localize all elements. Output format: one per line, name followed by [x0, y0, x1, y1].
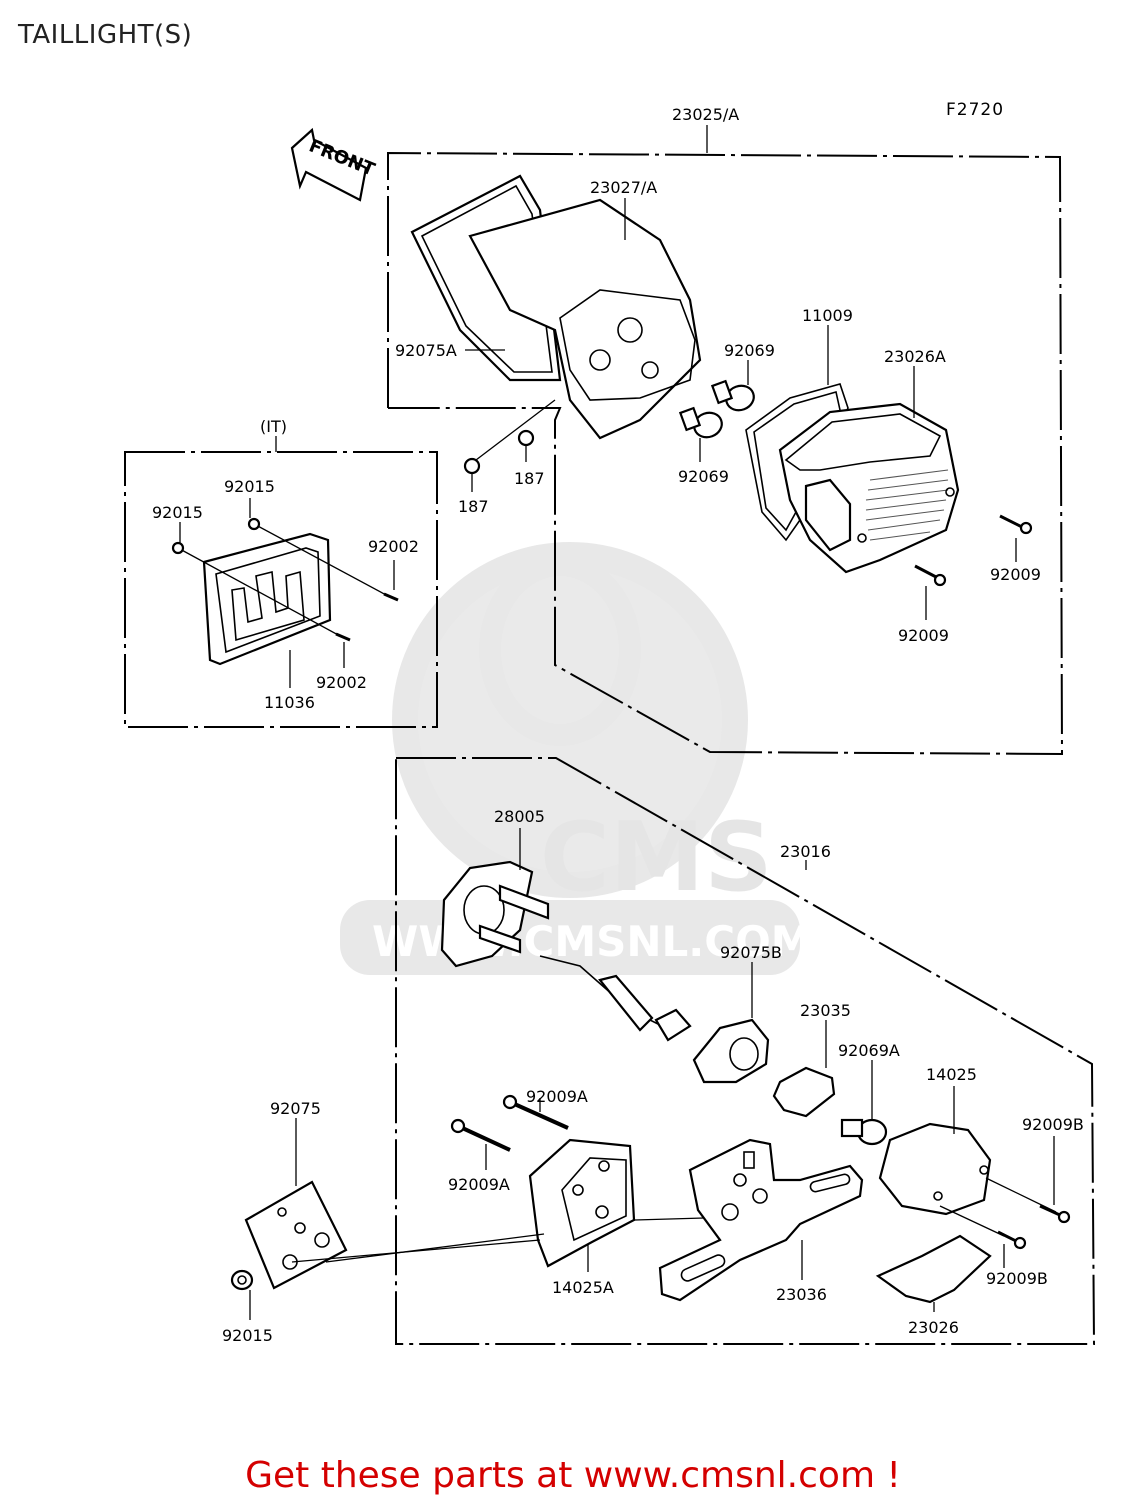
- label-92075b: 92075B: [720, 943, 782, 962]
- label-92009-bottom: 92009: [898, 626, 949, 645]
- bulb-92069a: 92069A: [838, 1041, 900, 1146]
- label-92069a: 92069A: [838, 1041, 900, 1060]
- lens-23026a: 23026A: [778, 347, 960, 574]
- label-92009b-top: 92009B: [1022, 1115, 1084, 1134]
- bolt-92009a-top: 92009A: [502, 1087, 588, 1130]
- label-28005: 28005: [494, 807, 545, 826]
- label-23026a: 23026A: [884, 347, 946, 366]
- footer-advert: Get these parts at www.cmsnl.com !: [245, 1455, 901, 1496]
- label-11009: 11009: [802, 306, 853, 325]
- screw-92009b-top: 92009B: [985, 1115, 1084, 1224]
- label-92009b-bottom: 92009B: [986, 1269, 1048, 1288]
- nut-187-right: 187: [514, 429, 545, 488]
- cms-watermark-logo: CMS WWW.CMSNL.COM: [340, 542, 813, 975]
- label-92002-b: 92002: [316, 673, 367, 692]
- label-23025a: 23025/A: [672, 105, 739, 124]
- label-23016: 23016: [780, 842, 831, 861]
- reflector-23026: 23026: [875, 1234, 992, 1337]
- label-23035: 23035: [800, 1001, 851, 1020]
- label-23026: 23026: [908, 1318, 959, 1337]
- housing-14025a: 14025A: [528, 1138, 705, 1297]
- bulb-92069-bottom: 92069: [678, 406, 729, 486]
- taillight-base-23027a: 23027/A 92075A: [395, 174, 702, 440]
- label-187-right: 187: [514, 469, 545, 488]
- screw-92009b-bottom: 92009B: [939, 1205, 1048, 1288]
- label-23036: 23036: [776, 1285, 827, 1304]
- bulb-92069-top: 92069: [710, 341, 775, 412]
- label-14025a: 14025A: [552, 1278, 614, 1297]
- label-187-left: 187: [458, 497, 489, 516]
- group-box-23025a: 23025/A: [387, 105, 1064, 756]
- label-92069-bottom: 92069: [678, 467, 729, 486]
- watermark-logo-text: CMS: [540, 803, 773, 913]
- figure-code: F2720: [946, 100, 1004, 120]
- label-92075a: 92075A: [395, 341, 457, 360]
- lens-14025: 14025: [878, 1065, 992, 1216]
- label-11036: 11036: [264, 693, 315, 712]
- bolt-92009a-bottom: 92009A: [448, 1118, 511, 1194]
- license-plate-bracket-11036: 11036 92015 92015 92002 92002: [152, 477, 419, 712]
- label-92002-a: 92002: [368, 537, 419, 556]
- screw-92009-bottom: 92009: [898, 564, 949, 645]
- nut-187-left: 187: [458, 399, 556, 516]
- label-92009a-top: 92009A: [526, 1087, 588, 1106]
- label-23027a: 23027/A: [590, 178, 657, 197]
- label-92075: 92075: [270, 1099, 321, 1118]
- front-arrow-icon: FRONT: [290, 127, 378, 202]
- nut-92015-lower: 92015: [222, 1269, 273, 1345]
- socket-cover-92075b: 92075B: [692, 943, 782, 1084]
- label-92015-b: 92015: [152, 503, 203, 522]
- label-92015-c: 92015: [222, 1326, 273, 1345]
- clip-23035: 23035: [772, 1001, 851, 1118]
- label-92009a-bottom: 92009A: [448, 1175, 510, 1194]
- group-box-lower: 23016: [395, 757, 1096, 1345]
- page-title: TAILLIGHT(S): [18, 20, 193, 50]
- screw-92009-right: 92009: [990, 514, 1041, 584]
- label-it: (IT): [260, 417, 287, 436]
- label-14025: 14025: [926, 1065, 977, 1084]
- reflector-92075: 92075: [244, 1099, 545, 1290]
- group-box-it: (IT): [124, 417, 438, 728]
- label-92015-a: 92015: [224, 477, 275, 496]
- bracket-23036: 23036: [658, 1138, 864, 1304]
- label-92009-right: 92009: [990, 565, 1041, 584]
- socket-28005: 28005: [440, 807, 692, 1042]
- label-92069-top: 92069: [724, 341, 775, 360]
